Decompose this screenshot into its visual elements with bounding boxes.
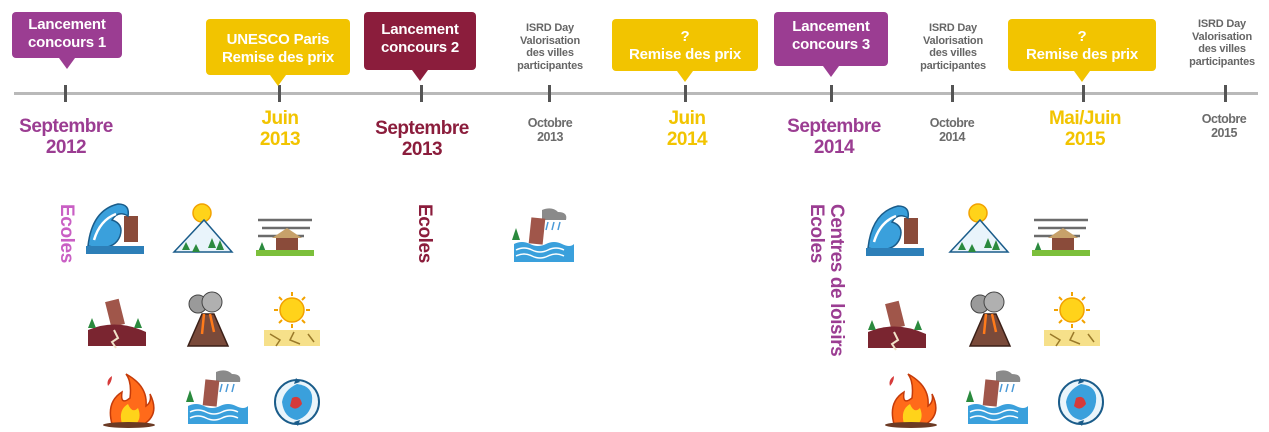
date-juin-2014: Juin 2014 xyxy=(640,108,734,150)
date-year: 2013 xyxy=(259,129,301,150)
date-sep-2013: Septembre 2013 xyxy=(356,118,488,160)
date-month: Juin xyxy=(668,108,706,129)
tick-sep-2012 xyxy=(64,85,67,102)
date-year: 2015 xyxy=(1211,126,1237,140)
date-sep-2014: Septembre 2014 xyxy=(770,116,898,158)
audience-centres-ecoles: Centres de loisirs Ecoles xyxy=(806,204,847,357)
callout-lancement-3: Lancement concours 3 xyxy=(774,12,888,77)
avalanche-icon xyxy=(948,198,1010,258)
label-line: des villes xyxy=(1198,43,1246,55)
isrd-label-2014: ISRD Day Valorisation des villes partici… xyxy=(903,22,1003,72)
date-sep-2012: Septembre 2012 xyxy=(0,116,132,158)
date-month: Septembre xyxy=(375,118,469,139)
timeline-axis xyxy=(14,92,1258,95)
callout-lancement-1: Lancement concours 1 xyxy=(12,12,122,69)
callout-line: concours 2 xyxy=(380,39,460,56)
label-line: participantes xyxy=(517,59,583,72)
drought-icon xyxy=(260,288,322,348)
callout-line: Lancement xyxy=(792,18,870,35)
date-month: Septembre xyxy=(787,116,881,137)
label-line: ISRD Day xyxy=(929,22,977,34)
callout-line: concours 3 xyxy=(791,36,871,53)
label-line: participantes xyxy=(1189,55,1255,68)
tick-juin-2013 xyxy=(278,85,281,102)
date-juin-2013: Juin 2013 xyxy=(236,108,324,150)
audience-ecoles-1: Ecoles xyxy=(56,204,77,263)
volcano-icon xyxy=(176,290,238,350)
callout-line: Remise des prix xyxy=(1025,46,1139,63)
storm-icon xyxy=(1030,200,1092,260)
tsunami-icon xyxy=(84,196,146,256)
callout-line: ? xyxy=(1077,28,1087,45)
tick-juin-2014 xyxy=(684,85,687,102)
tick-oct-2015 xyxy=(1224,85,1227,102)
label-line: participantes xyxy=(920,59,986,72)
label-line: Valorisation xyxy=(1192,30,1252,43)
callout-line: Remise des prix xyxy=(628,46,742,63)
date-year: 2012 xyxy=(45,137,87,158)
callout-line: ? xyxy=(680,28,690,45)
volcano-icon xyxy=(958,290,1020,350)
date-year: 2013 xyxy=(537,130,563,144)
earthquake-icon xyxy=(866,292,928,352)
wildfire-icon xyxy=(880,368,942,428)
date-year: 2013 xyxy=(401,139,443,160)
label-line: des villes xyxy=(526,47,574,59)
date-oct-2013: Octobre 2013 xyxy=(508,116,592,144)
callout-line: Lancement xyxy=(381,21,459,38)
label-line: Valorisation xyxy=(520,34,580,47)
callout-line: concours 1 xyxy=(27,34,107,51)
date-year: 2015 xyxy=(1064,129,1106,150)
audience-text: Ecoles xyxy=(56,204,77,263)
isrd-label-2013: ISRD Day Valorisation des villes partici… xyxy=(500,22,600,72)
tick-sep-2013 xyxy=(420,85,423,102)
tsunami-icon xyxy=(864,198,926,258)
flood-icon xyxy=(966,366,1028,426)
date-year: 2014 xyxy=(666,129,708,150)
callout-line: Remise des prix xyxy=(221,49,335,66)
callout-line: UNESCO Paris xyxy=(226,31,330,48)
date-month: Octobre xyxy=(527,116,573,130)
callout-remise-2015: ? Remise des prix xyxy=(1008,19,1156,82)
date-oct-2015: Octobre 2015 xyxy=(1182,112,1266,140)
wildfire-icon xyxy=(98,368,160,428)
isrd-label-2015: ISRD Day Valorisation des villes partici… xyxy=(1176,18,1268,68)
callout-line: Lancement xyxy=(28,16,106,33)
tick-oct-2014 xyxy=(951,85,954,102)
cyclone-icon xyxy=(266,372,328,432)
tick-mai-2015 xyxy=(1082,85,1085,102)
callout-lancement-2: Lancement concours 2 xyxy=(364,12,476,81)
label-line: ISRD Day xyxy=(526,22,574,34)
flood-icon xyxy=(512,204,574,264)
date-month: Septembre xyxy=(19,116,113,137)
date-month: Mai/Juin xyxy=(1048,108,1122,129)
date-oct-2014: Octobre 2014 xyxy=(910,116,994,144)
date-year: 2014 xyxy=(939,130,965,144)
label-line: ISRD Day xyxy=(1198,18,1246,30)
date-month: Juin xyxy=(261,108,299,129)
audience-text: Ecoles xyxy=(806,204,827,263)
date-mai-juin-2015: Mai/Juin 2015 xyxy=(1030,108,1140,150)
tick-oct-2013 xyxy=(548,85,551,102)
avalanche-icon xyxy=(172,198,234,258)
label-line: des villes xyxy=(929,47,977,59)
date-month: Octobre xyxy=(1201,112,1247,126)
tick-sep-2014 xyxy=(830,85,833,102)
audience-text: Centres de loisirs xyxy=(826,204,847,357)
cyclone-icon xyxy=(1050,372,1112,432)
audience-ecoles-2: Ecoles xyxy=(414,204,435,263)
callout-unesco: UNESCO Paris Remise des prix xyxy=(206,19,350,86)
earthquake-icon xyxy=(86,290,148,350)
callout-remise-2014: ? Remise des prix xyxy=(612,19,758,82)
audience-text: Ecoles xyxy=(414,204,435,263)
flood-icon xyxy=(186,366,248,426)
date-month: Octobre xyxy=(929,116,975,130)
label-line: Valorisation xyxy=(923,34,983,47)
date-year: 2014 xyxy=(813,137,855,158)
storm-icon xyxy=(254,200,316,260)
drought-icon xyxy=(1040,288,1102,348)
